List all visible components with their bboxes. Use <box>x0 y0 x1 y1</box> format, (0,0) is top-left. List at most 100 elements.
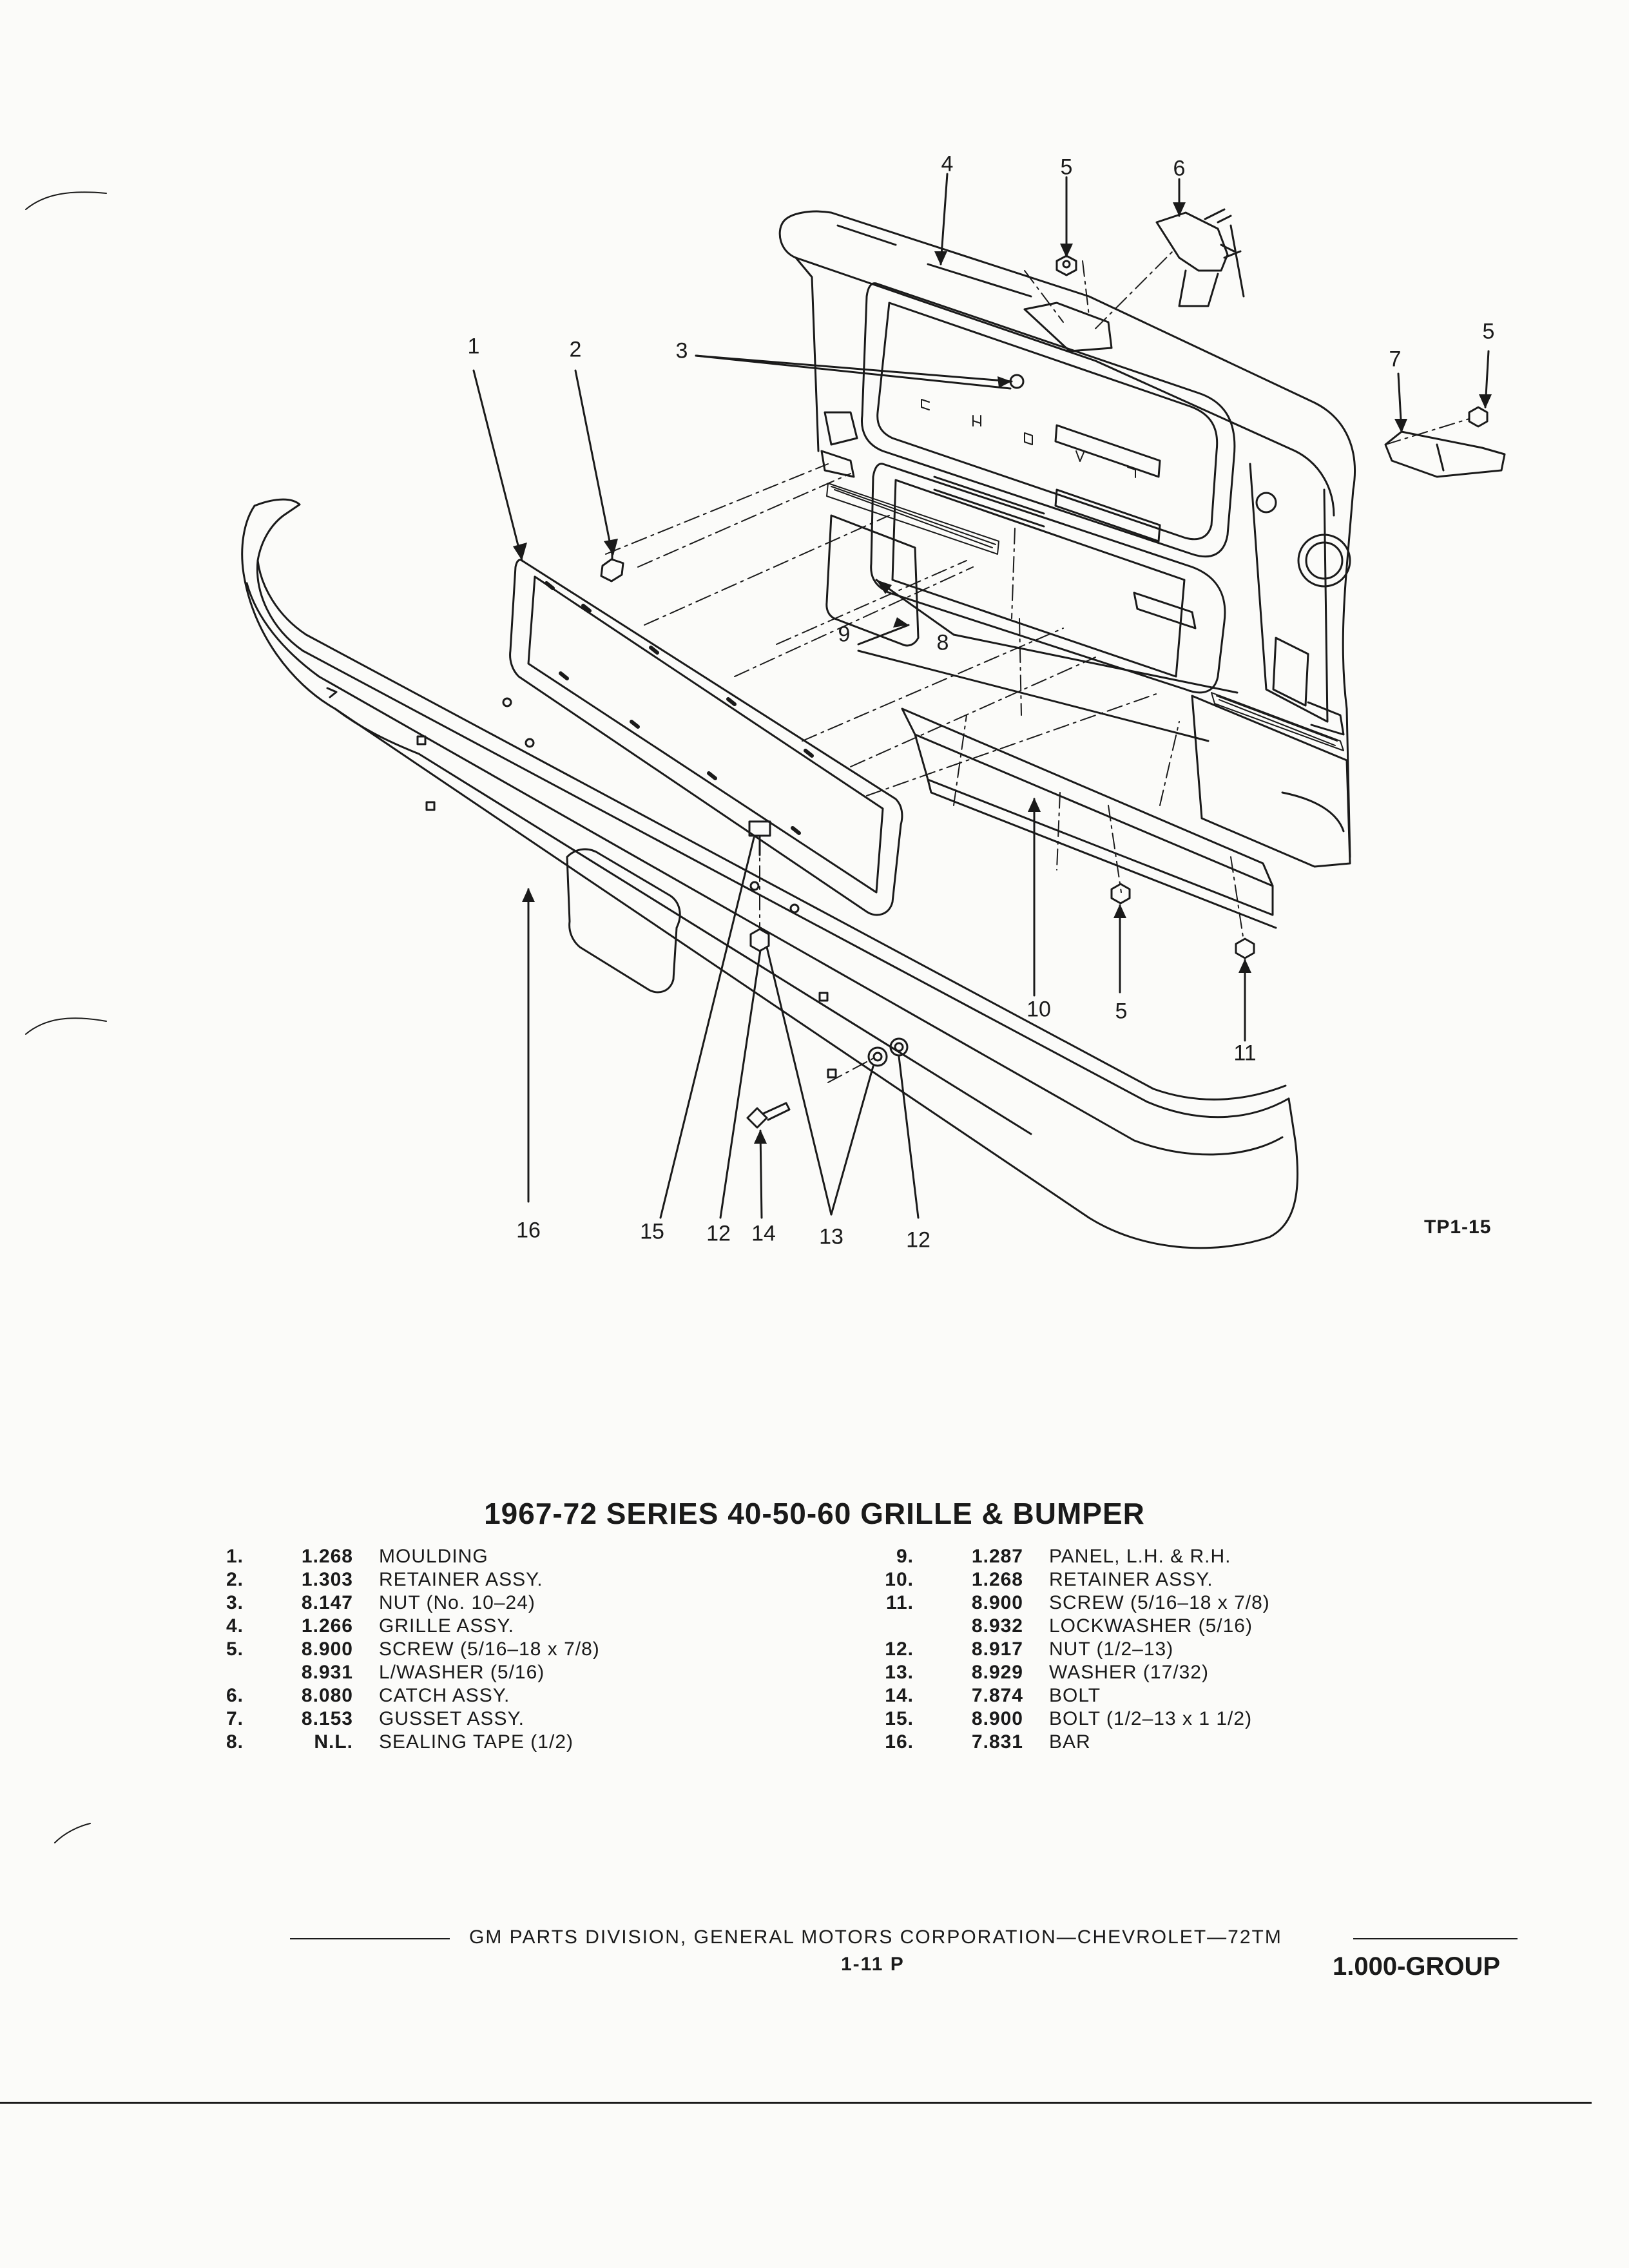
part-code: 7.874 <box>971 1685 1023 1706</box>
parts-row: 11. 8.900 SCREW (5/16–18 x 7/8) <box>875 1591 1391 1615</box>
scan-mark <box>54 1823 91 1843</box>
footer-rule-left <box>290 1938 450 1939</box>
part-desc: BAR <box>1049 1731 1091 1753</box>
leader-14 <box>759 1129 763 1219</box>
part-desc: WASHER (17/32) <box>1049 1662 1209 1683</box>
panel-lh <box>825 514 920 647</box>
leader-8b <box>952 633 1239 694</box>
parts-row: 1. 1.268 MOULDING <box>205 1545 656 1568</box>
leader-15 <box>659 836 755 1219</box>
screw-bottom-5 <box>1110 883 1131 905</box>
part-desc: SEALING TAPE (1/2) <box>379 1731 574 1753</box>
moulding <box>509 559 903 916</box>
screw-bottom-11 <box>1235 937 1255 959</box>
callout-5: 5 <box>1482 319 1495 344</box>
parts-row: 16. 7.831 BAR <box>875 1731 1391 1754</box>
part-code: 8.932 <box>971 1615 1023 1637</box>
washer-13 <box>867 1046 888 1067</box>
callout-16: 16 <box>516 1218 541 1243</box>
callout-5: 5 <box>1115 999 1128 1024</box>
part-code: 7.831 <box>971 1731 1023 1753</box>
part-code: N.L. <box>314 1731 353 1753</box>
screw-top <box>1055 255 1077 276</box>
parts-row: 6. 8.080 CATCH ASSY. <box>205 1684 656 1707</box>
part-num: 11. <box>885 1592 914 1613</box>
callout-12: 12 <box>706 1221 731 1246</box>
scan-mark <box>25 191 107 210</box>
part-desc: CATCH ASSY. <box>379 1685 510 1706</box>
part-num: 4. <box>226 1615 244 1637</box>
part-num: 15. <box>885 1708 914 1729</box>
leader-4 <box>940 173 949 265</box>
part-num: 13. <box>885 1662 914 1683</box>
part-desc: MOULDING <box>379 1546 488 1567</box>
part-desc: GUSSET ASSY. <box>379 1708 525 1729</box>
part-desc: SCREW (5/16–18 x 7/8) <box>1049 1592 1270 1613</box>
bottom-rule <box>0 2102 1592 2104</box>
part-num: 3. <box>226 1592 244 1613</box>
leader-9b <box>857 649 1210 742</box>
part-code: 8.900 <box>971 1592 1023 1613</box>
callout-14: 14 <box>751 1221 776 1246</box>
part-num: 9. <box>896 1546 914 1567</box>
part-desc: LOCKWASHER (5/16) <box>1049 1615 1253 1637</box>
screw-gusset <box>1468 406 1489 428</box>
part-desc: GRILLE ASSY. <box>379 1615 514 1637</box>
leader-1 <box>472 369 523 562</box>
footer-text: GM PARTS DIVISION, GENERAL MOTORS CORPOR… <box>469 1927 1282 1948</box>
part-num: 2. <box>226 1569 244 1590</box>
leader-13b <box>830 1065 874 1216</box>
leader-3 <box>695 354 1013 383</box>
part-desc: BOLT <box>1049 1685 1101 1706</box>
callout-6: 6 <box>1173 156 1186 181</box>
callout-10: 10 <box>1027 997 1051 1022</box>
part-num: 10. <box>885 1569 914 1590</box>
leader-8a <box>875 579 955 636</box>
scan-mark <box>25 1017 107 1035</box>
part-num: 1. <box>226 1546 244 1567</box>
callout-13: 13 <box>819 1224 843 1249</box>
part-num: 12. <box>885 1639 914 1660</box>
part-code: 8.931 <box>301 1662 353 1683</box>
parts-row: 8. N.L. SEALING TAPE (1/2) <box>205 1731 656 1754</box>
callout-9: 9 <box>838 622 851 647</box>
part-code: 1.268 <box>301 1546 353 1567</box>
leader-13a <box>766 946 833 1216</box>
part-num: 8. <box>226 1731 244 1753</box>
leader-3b <box>695 354 1012 390</box>
nut-12-right <box>889 1037 909 1057</box>
callout-11: 11 <box>1233 1041 1257 1066</box>
retainer-bar <box>901 707 1277 929</box>
part-code: 8.080 <box>301 1685 353 1706</box>
callout-2: 2 <box>569 337 582 362</box>
part-num: 6. <box>226 1685 244 1706</box>
figure-id: TP1-15 <box>1424 1216 1492 1238</box>
part-desc: NUT (1/2–13) <box>1049 1639 1174 1660</box>
part-num: 7. <box>226 1708 244 1729</box>
parts-row: 8.932 LOCKWASHER (5/16) <box>875 1615 1391 1638</box>
part-num: 16. <box>885 1731 914 1753</box>
part-code: 1.268 <box>971 1569 1023 1590</box>
gusset <box>1384 430 1506 478</box>
leader-9a <box>857 624 910 646</box>
part-desc: RETAINER ASSY. <box>379 1569 543 1590</box>
part-code: 1.287 <box>971 1546 1023 1567</box>
part-code: 1.266 <box>301 1615 353 1637</box>
hood-catch <box>1155 208 1245 307</box>
footer-rule-right <box>1353 1938 1518 1939</box>
callout-4: 4 <box>941 151 954 177</box>
page-title: 1967-72 SERIES 40-50-60 GRILLE & BUMPER <box>484 1497 1145 1530</box>
page-number: 1-11 P <box>841 1954 905 1975</box>
callout-15: 15 <box>640 1219 664 1244</box>
